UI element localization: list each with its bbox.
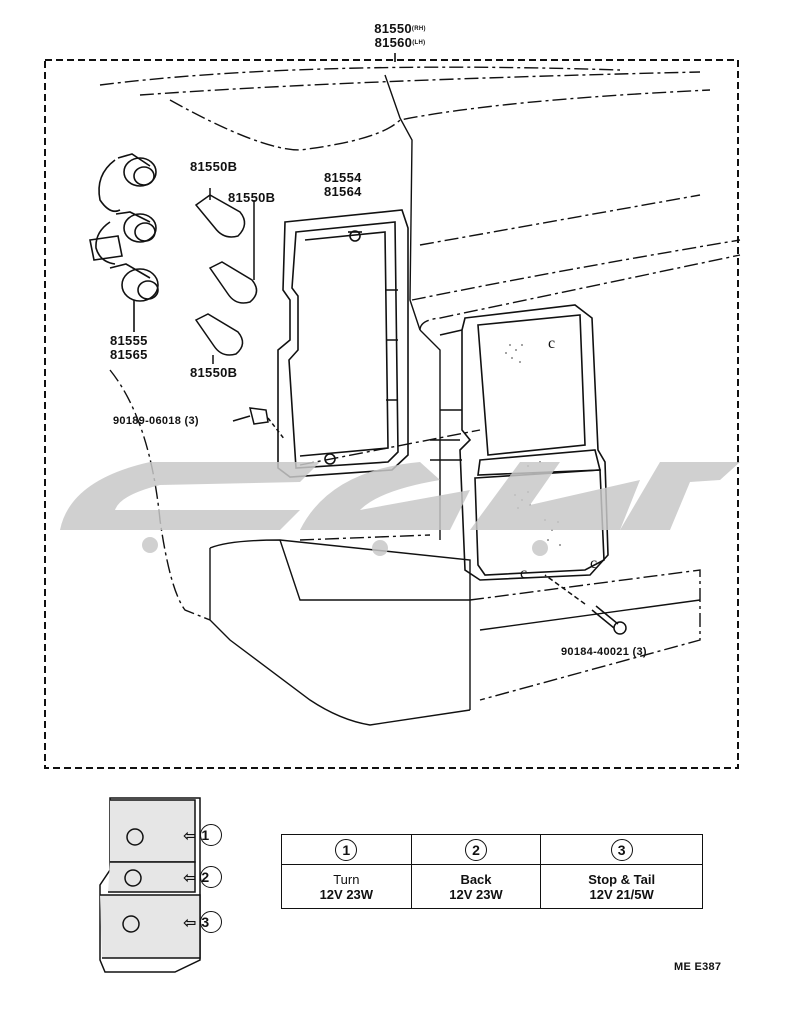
bulb-middle xyxy=(208,200,258,304)
label-socket-b: 81565 xyxy=(110,347,148,362)
lamp-lens: c c c xyxy=(430,304,609,582)
bulb-spec-1: 12V 23W xyxy=(319,886,374,902)
label-lh-tag: (LH) xyxy=(412,40,426,46)
svg-text:c: c xyxy=(520,565,527,582)
arrow-left-icon: ⇦ xyxy=(183,828,197,846)
label-gasket: 81554 81564 xyxy=(324,171,362,199)
bulb-top xyxy=(194,188,246,238)
arrow-left-icon: ⇦ xyxy=(183,870,197,888)
label-gasket-b: 81564 xyxy=(324,184,362,199)
watermark xyxy=(60,462,740,556)
bulb-bottom xyxy=(194,313,244,364)
socket-harness xyxy=(89,153,159,332)
table-header-cell: 2 xyxy=(410,834,542,865)
svg-text:c: c xyxy=(548,335,555,352)
key-illustration xyxy=(99,797,201,973)
label-clip: 90189-06018 (3) xyxy=(113,415,199,427)
table-header-cell: 1 xyxy=(281,834,412,865)
label-socket-a: 81555 xyxy=(110,333,148,348)
label-bulb-bottom: 81550B xyxy=(190,365,238,380)
key-marker-2: ⇦2 xyxy=(183,866,223,888)
label-lamp-assy: 81550(RH) 81560(LH) xyxy=(360,22,440,50)
table-header-row: 1 2 3 xyxy=(281,834,703,865)
label-rh-tag: (RH) xyxy=(411,26,426,32)
label-screw: 90184-40021 (3) xyxy=(561,646,647,658)
key-marker-3: ⇦3 xyxy=(183,911,223,933)
bulb-spec-3: 12V 21/5W xyxy=(589,886,654,902)
label-bulb-middle: 81550B xyxy=(228,190,276,205)
bulb-name-3: Stop & Tail xyxy=(588,871,656,887)
label-socket: 81555 81565 xyxy=(110,334,148,362)
key-number-2: 2 xyxy=(200,866,223,888)
key-marker-1: ⇦1 xyxy=(183,824,223,846)
label-lamp-assy-rh: 81550 xyxy=(374,21,412,36)
screw xyxy=(544,574,627,635)
label-bulb-top: 81550B xyxy=(190,159,238,174)
clip xyxy=(232,407,286,441)
key-number-3: 3 xyxy=(200,911,223,933)
table-header-cell: 3 xyxy=(540,834,703,865)
figure-code: ME E387 xyxy=(674,961,722,973)
label-gasket-a: 81554 xyxy=(324,170,362,185)
bulb-name-1: Turn xyxy=(333,871,360,887)
arrow-left-icon: ⇦ xyxy=(183,915,197,933)
label-lamp-assy-lh: 81560 xyxy=(374,35,413,50)
key-number-1: 1 xyxy=(200,824,223,846)
bulb-name-2: Back xyxy=(460,871,492,887)
bulb-spec-2: 12V 23W xyxy=(449,886,503,902)
gasket xyxy=(277,209,409,478)
dashed-frame xyxy=(44,59,739,769)
svg-text:c: c xyxy=(590,555,597,572)
